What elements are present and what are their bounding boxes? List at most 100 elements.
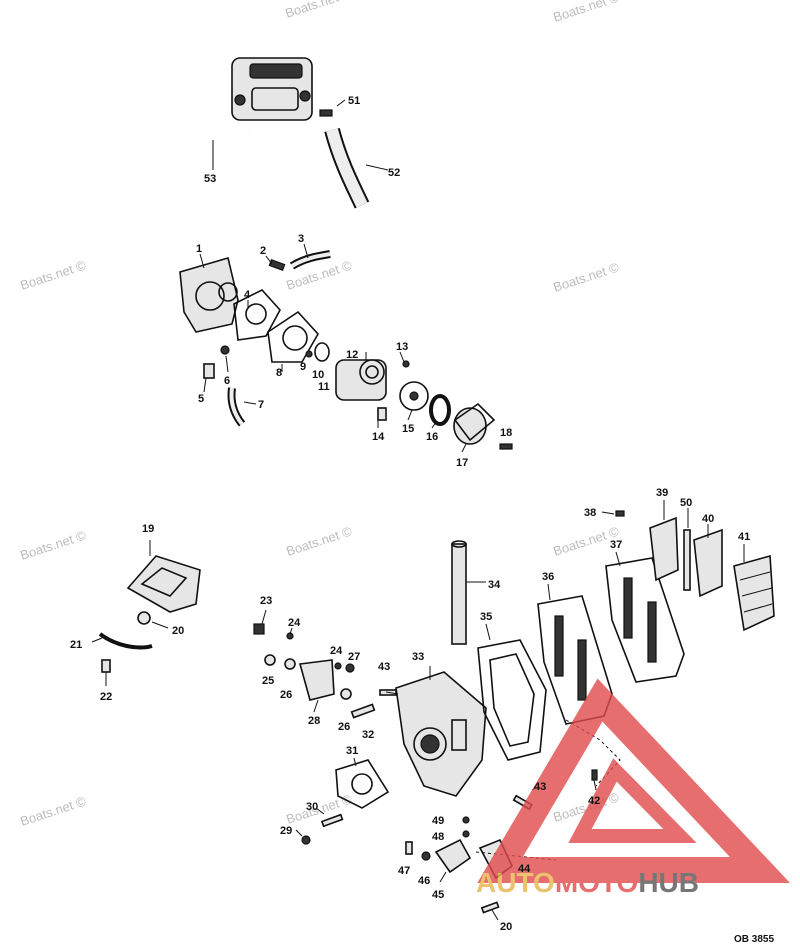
callout-21: 21 xyxy=(70,639,82,651)
nut-46 xyxy=(421,851,431,861)
callout-15: 15 xyxy=(402,423,414,435)
callout-45: 45 xyxy=(432,889,444,901)
gasket-35 xyxy=(477,639,547,761)
fuel-pump-bolt xyxy=(234,94,246,106)
callout-11: 11 xyxy=(318,381,330,393)
reed-petals-40 xyxy=(693,528,723,598)
callout-28: 28 xyxy=(308,715,320,727)
leader-28 xyxy=(313,699,319,713)
callout-27: 27 xyxy=(348,651,360,663)
pin-30 xyxy=(320,813,344,828)
leader-31 xyxy=(353,757,357,767)
callout-6: 6 xyxy=(224,375,230,387)
leader-23 xyxy=(261,609,267,625)
callout-53: 53 xyxy=(204,173,216,185)
clamp-21 xyxy=(98,632,153,650)
leader-3 xyxy=(303,243,309,259)
leader-45 xyxy=(439,871,447,883)
callout-29: 29 xyxy=(280,825,292,837)
callout-40: 40 xyxy=(702,513,714,525)
screw-38 xyxy=(615,510,625,517)
leader-38 xyxy=(601,511,615,515)
bushing-26b xyxy=(340,688,352,700)
logo-hub: HUB xyxy=(638,867,699,898)
reed-stop-39 xyxy=(649,516,679,582)
screw-14 xyxy=(377,407,387,421)
reed-cage-41-bar xyxy=(743,603,773,613)
callout-10: 10 xyxy=(312,369,324,381)
callout-26a: 26 xyxy=(280,689,292,701)
washer-48 xyxy=(462,830,470,838)
callout-52: 52 xyxy=(388,167,400,179)
leader-29 xyxy=(295,829,303,837)
tube-34-top xyxy=(451,540,467,548)
logo-text: AUTOMOTOHUB xyxy=(476,867,699,898)
callout-20b: 20 xyxy=(500,921,512,933)
callout-4: 4 xyxy=(244,289,251,301)
hose-53-inner xyxy=(191,39,250,146)
leader-16 xyxy=(431,421,437,429)
callout-25: 25 xyxy=(262,675,274,687)
callout-3: 3 xyxy=(298,233,304,245)
leader-42 xyxy=(593,779,597,791)
manifold-33 xyxy=(395,671,487,797)
callout-50: 50 xyxy=(680,497,692,509)
leader-51 xyxy=(336,99,346,107)
callout-39: 39 xyxy=(656,487,668,499)
callout-32: 32 xyxy=(362,729,374,741)
callout-7: 7 xyxy=(258,399,264,411)
manifold-33-port xyxy=(413,727,447,761)
callout-24a: 24 xyxy=(288,617,301,629)
callout-14: 14 xyxy=(372,431,385,443)
leader-2 xyxy=(265,255,273,265)
pump-cover-diaphragm xyxy=(195,281,225,311)
watermark: Boats.net © xyxy=(18,257,88,292)
callout-9: 9 xyxy=(300,361,306,373)
fuel-pump-assembly xyxy=(191,39,389,209)
gasket-35-inner xyxy=(489,653,535,747)
gasket-31-hole xyxy=(351,773,373,795)
hose-7-inner xyxy=(229,387,244,426)
leader-17 xyxy=(461,443,467,453)
pin-9 xyxy=(305,350,313,358)
callout-42: 42 xyxy=(588,795,600,807)
lever-28 xyxy=(298,659,335,701)
callout-8: 8 xyxy=(276,367,282,379)
gasket-4-hole xyxy=(245,303,267,325)
callouts: 1 2 3 4 5 6 7 8 9 10 11 12 13 14 15 16 1… xyxy=(70,95,750,933)
pump-body-12-inner xyxy=(365,365,379,379)
leader-24a xyxy=(289,627,293,635)
gasket-4 xyxy=(233,289,281,341)
watermark: Boats.net © xyxy=(284,523,354,558)
reed-plate-36-slot-a xyxy=(554,615,564,677)
check-valve-center xyxy=(409,391,419,401)
leader-5 xyxy=(203,377,207,393)
callout-46: 46 xyxy=(418,875,430,887)
callout-30: 30 xyxy=(306,801,318,813)
leader-37 xyxy=(615,551,621,567)
watermark: Boats.net © xyxy=(284,791,354,826)
cap-17-face xyxy=(453,402,496,442)
pin-32 xyxy=(350,703,376,719)
nut-29 xyxy=(301,835,311,845)
reed-plate-36-slot-b xyxy=(577,639,587,701)
seal-10 xyxy=(314,342,330,362)
callout-12: 12 xyxy=(346,349,358,361)
reed-block-37-slot-b xyxy=(647,601,657,663)
washer-24b xyxy=(334,662,342,670)
reed-block-37-slot-a xyxy=(623,577,633,639)
leader-30 xyxy=(315,807,325,815)
callout-47: 47 xyxy=(398,865,410,877)
diaphragm-8-hole xyxy=(282,325,308,351)
drawing-code: OB 3855 xyxy=(734,934,774,945)
watermark: Boats.net © xyxy=(18,527,88,562)
logo-triangle-inner xyxy=(568,758,697,843)
callout-5: 5 xyxy=(198,393,204,405)
callout-41: 41 xyxy=(738,531,750,543)
watermark: Boats.net © xyxy=(551,0,621,25)
screw-42 xyxy=(591,769,598,781)
tube-34 xyxy=(451,543,467,645)
callout-13: 13 xyxy=(396,341,408,353)
callout-43b: 43 xyxy=(534,781,546,793)
reed-cage-41-bar xyxy=(739,571,771,581)
